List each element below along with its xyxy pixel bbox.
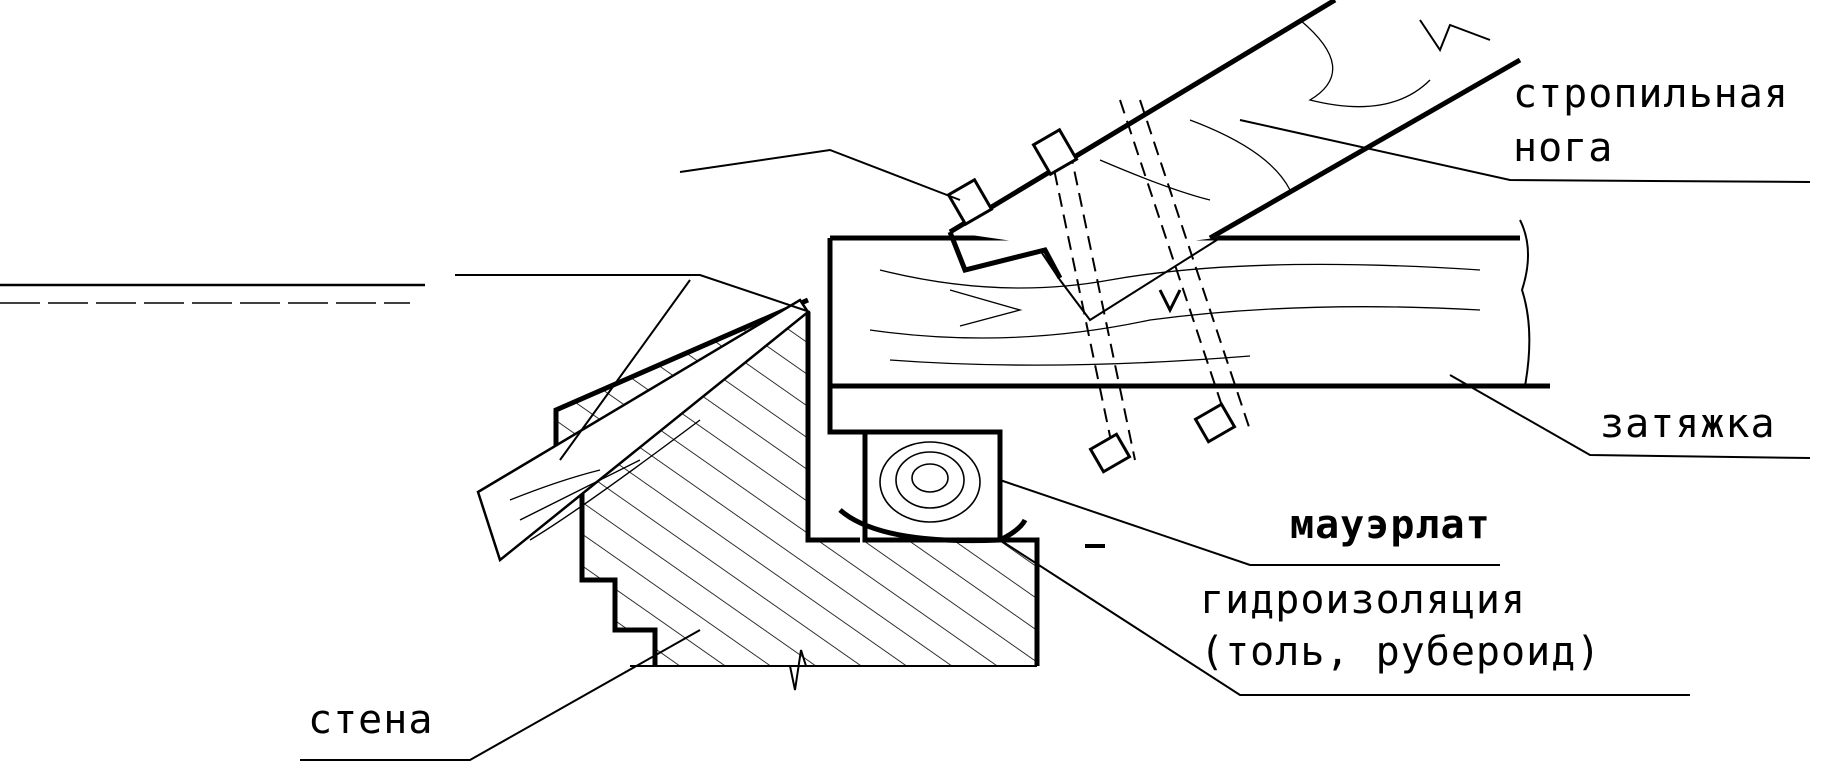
leader-lines: [0, 119, 1811, 761]
label-rafter-line1: стропильная: [1513, 71, 1789, 117]
label-mauerlat: мауэрлат: [1290, 502, 1491, 548]
label-waterproofing-line1: гидроизоляция: [1200, 577, 1527, 623]
label-rafter-line2: нога: [1513, 125, 1614, 171]
label-waterproofing-line2: (толь, рубероид): [1200, 629, 1602, 675]
mauerlat: [838, 429, 1028, 544]
bolts: [946, 99, 1251, 474]
label-wall: стена: [308, 697, 434, 743]
rafter-leg: [947, 0, 1522, 322]
label-tie-beam: затяжка: [1600, 401, 1776, 447]
tie-beam: [827, 219, 1550, 435]
